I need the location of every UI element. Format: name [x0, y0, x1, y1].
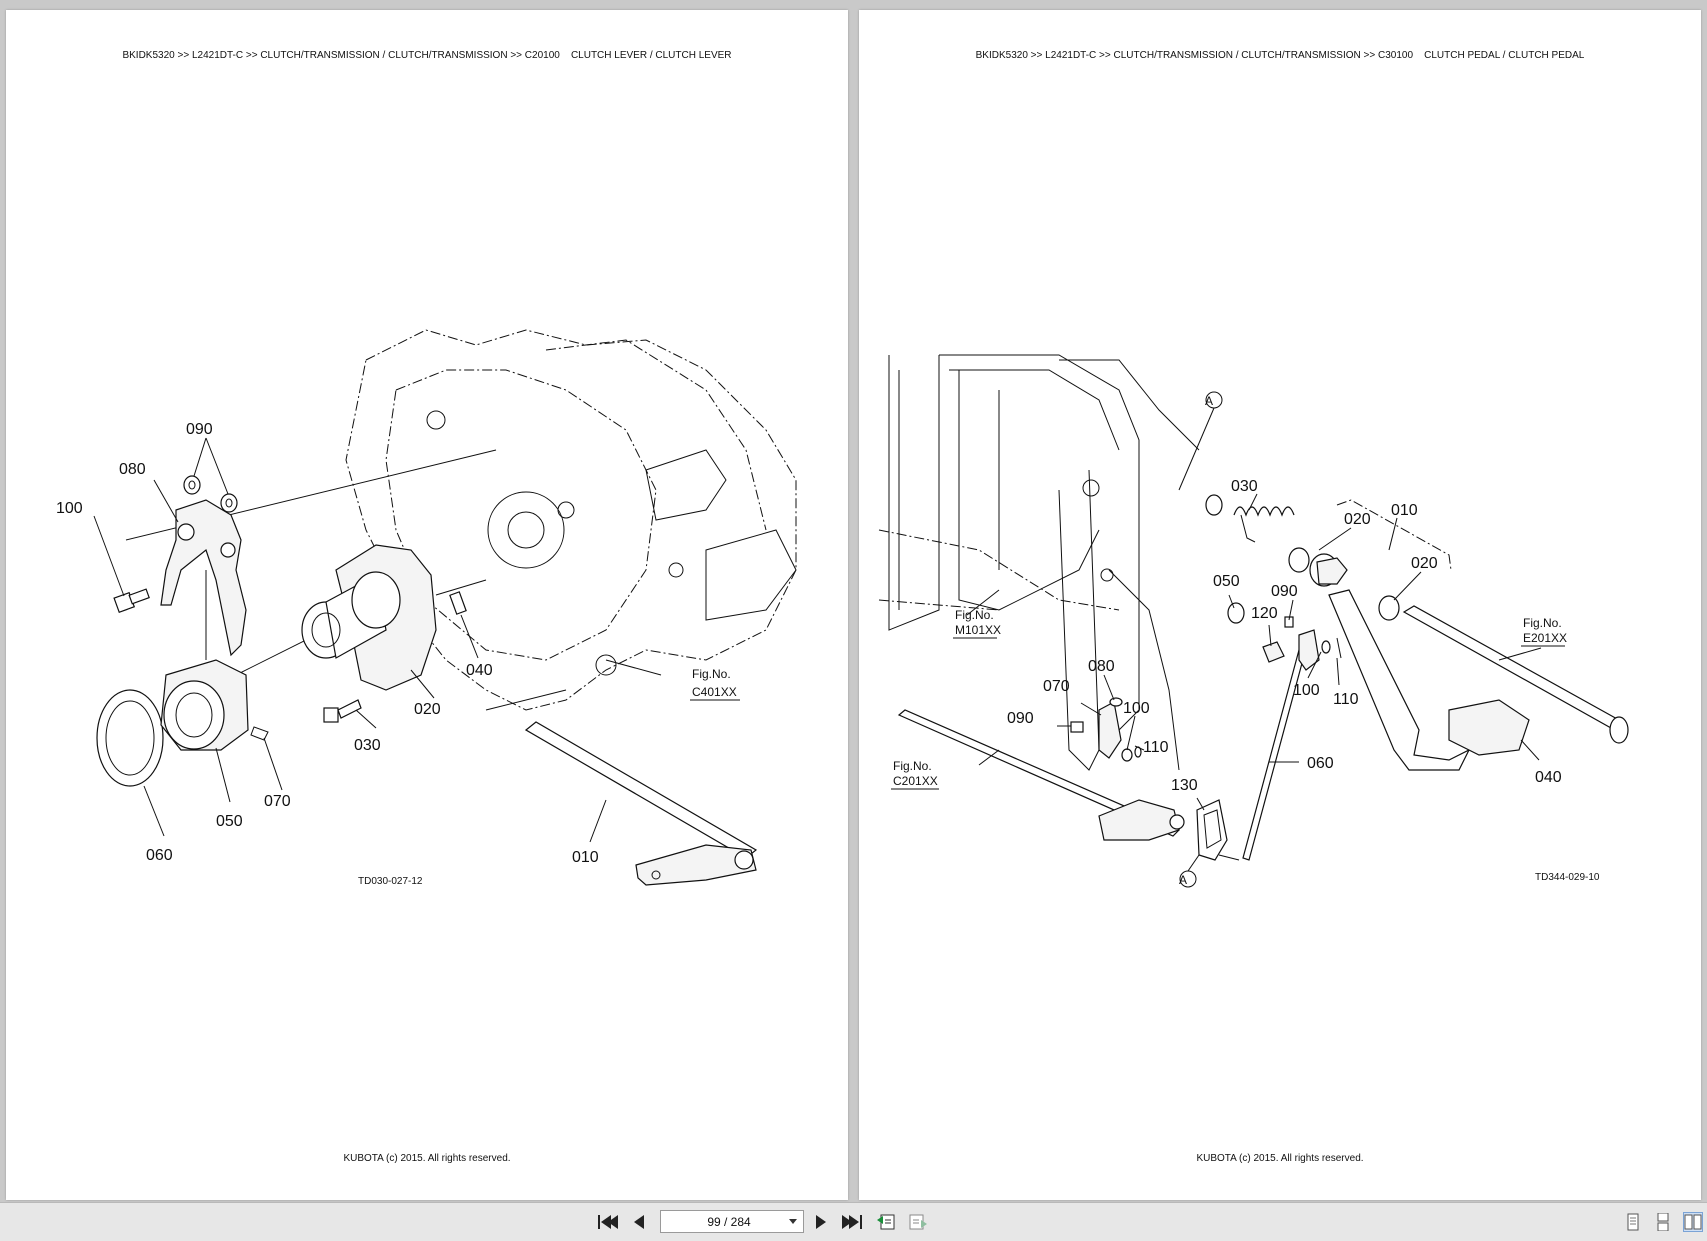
- callout-label: 020: [1411, 555, 1438, 572]
- callout-label: 100: [1293, 682, 1320, 699]
- drawing-code: TD344-029-10: [1535, 872, 1600, 883]
- back-view-icon: [877, 1214, 895, 1230]
- page-header: BKIDK5320 >> L2421DT-C >> CLUTCH/TRANSMI…: [975, 50, 1585, 61]
- drawing-code: TD030-027-12: [358, 876, 423, 887]
- callout-label: 020: [414, 701, 441, 718]
- callout-label: 100: [1123, 700, 1150, 717]
- fig-ref-label: Fig.No.: [955, 608, 994, 622]
- callout-label: 070: [264, 793, 291, 810]
- callout-label: 020: [1344, 511, 1371, 528]
- callout-label: 040: [466, 662, 493, 679]
- page-header: BKIDK5320 >> L2421DT-C >> CLUTCH/TRANSMI…: [122, 50, 732, 61]
- callout-label: 110: [1143, 739, 1169, 756]
- single-page-view-icon[interactable]: [1624, 1213, 1642, 1231]
- first-page-button[interactable]: [597, 1212, 619, 1232]
- callout-label: 060: [146, 847, 173, 864]
- next-page-button[interactable]: [810, 1212, 832, 1232]
- callout-label: 110: [1333, 691, 1359, 708]
- fig-ref-label: Fig.No.: [1523, 616, 1562, 630]
- page-footer: KUBOTA (c) 2015. All rights reserved.: [343, 1153, 511, 1164]
- prev-page-button[interactable]: [628, 1212, 650, 1232]
- back-view-button[interactable]: [875, 1212, 897, 1232]
- marker-label: A: [1205, 394, 1213, 408]
- callout-label: 070: [1043, 678, 1070, 695]
- last-page-button[interactable]: [841, 1212, 863, 1232]
- callout-label: 030: [1231, 478, 1258, 495]
- callout-label: 060: [1307, 755, 1334, 772]
- facing-pages-view-icon[interactable]: [1683, 1212, 1703, 1232]
- next-page-icon: [816, 1215, 826, 1229]
- chevron-down-icon: [789, 1219, 797, 1224]
- callout-label: 030: [354, 737, 381, 754]
- forward-view-icon: [909, 1214, 927, 1230]
- fig-ref-code: M101XX: [955, 623, 1001, 637]
- callout-label: 120: [1251, 605, 1278, 622]
- fig-ref-code: E201XX: [1523, 631, 1567, 645]
- callout-label: 080: [1088, 658, 1115, 675]
- callout-label: 090: [1271, 583, 1298, 600]
- callout-label: 080: [119, 461, 146, 478]
- document-page-left: BKIDK5320 >> L2421DT-C >> CLUTCH/TRANSMI…: [6, 10, 848, 1200]
- callout-label: 090: [186, 421, 213, 438]
- page-footer: KUBOTA (c) 2015. All rights reserved.: [1196, 1153, 1364, 1164]
- callout-label: 100: [56, 500, 83, 517]
- page-number-select[interactable]: 99 / 284: [660, 1210, 804, 1233]
- clutch-pedal-diagram: 030 020 010 020 050 090 120 080 070 100 …: [878, 354, 1629, 888]
- callout-label: 090: [1007, 710, 1034, 727]
- callout-label: 130: [1171, 777, 1198, 794]
- fig-ref-label: Fig.No.: [692, 667, 731, 681]
- clutch-lever-diagram: 090 080 100 040 020 030 070 050 060 010 …: [56, 329, 797, 887]
- continuous-view-icon[interactable]: [1654, 1213, 1672, 1231]
- page-indicator: 99 / 284: [707, 1214, 751, 1229]
- callout-label: 040: [1535, 769, 1562, 786]
- first-page-icon: [598, 1215, 618, 1229]
- callout-label: 050: [216, 813, 243, 830]
- callout-label: 050: [1213, 573, 1240, 590]
- prev-page-icon: [634, 1215, 644, 1229]
- callout-label: 010: [1391, 502, 1418, 519]
- fig-ref-code: C401XX: [692, 685, 737, 699]
- last-page-icon: [842, 1215, 862, 1229]
- fig-ref-code: C201XX: [893, 774, 938, 788]
- forward-view-button[interactable]: [907, 1212, 929, 1232]
- fig-ref-label: Fig.No.: [893, 759, 932, 773]
- document-page-right: BKIDK5320 >> L2421DT-C >> CLUTCH/TRANSMI…: [859, 10, 1701, 1200]
- marker-label: A: [1179, 873, 1187, 887]
- viewer-toolbar: 99 / 284: [0, 1202, 1707, 1241]
- callout-label: 010: [572, 849, 599, 866]
